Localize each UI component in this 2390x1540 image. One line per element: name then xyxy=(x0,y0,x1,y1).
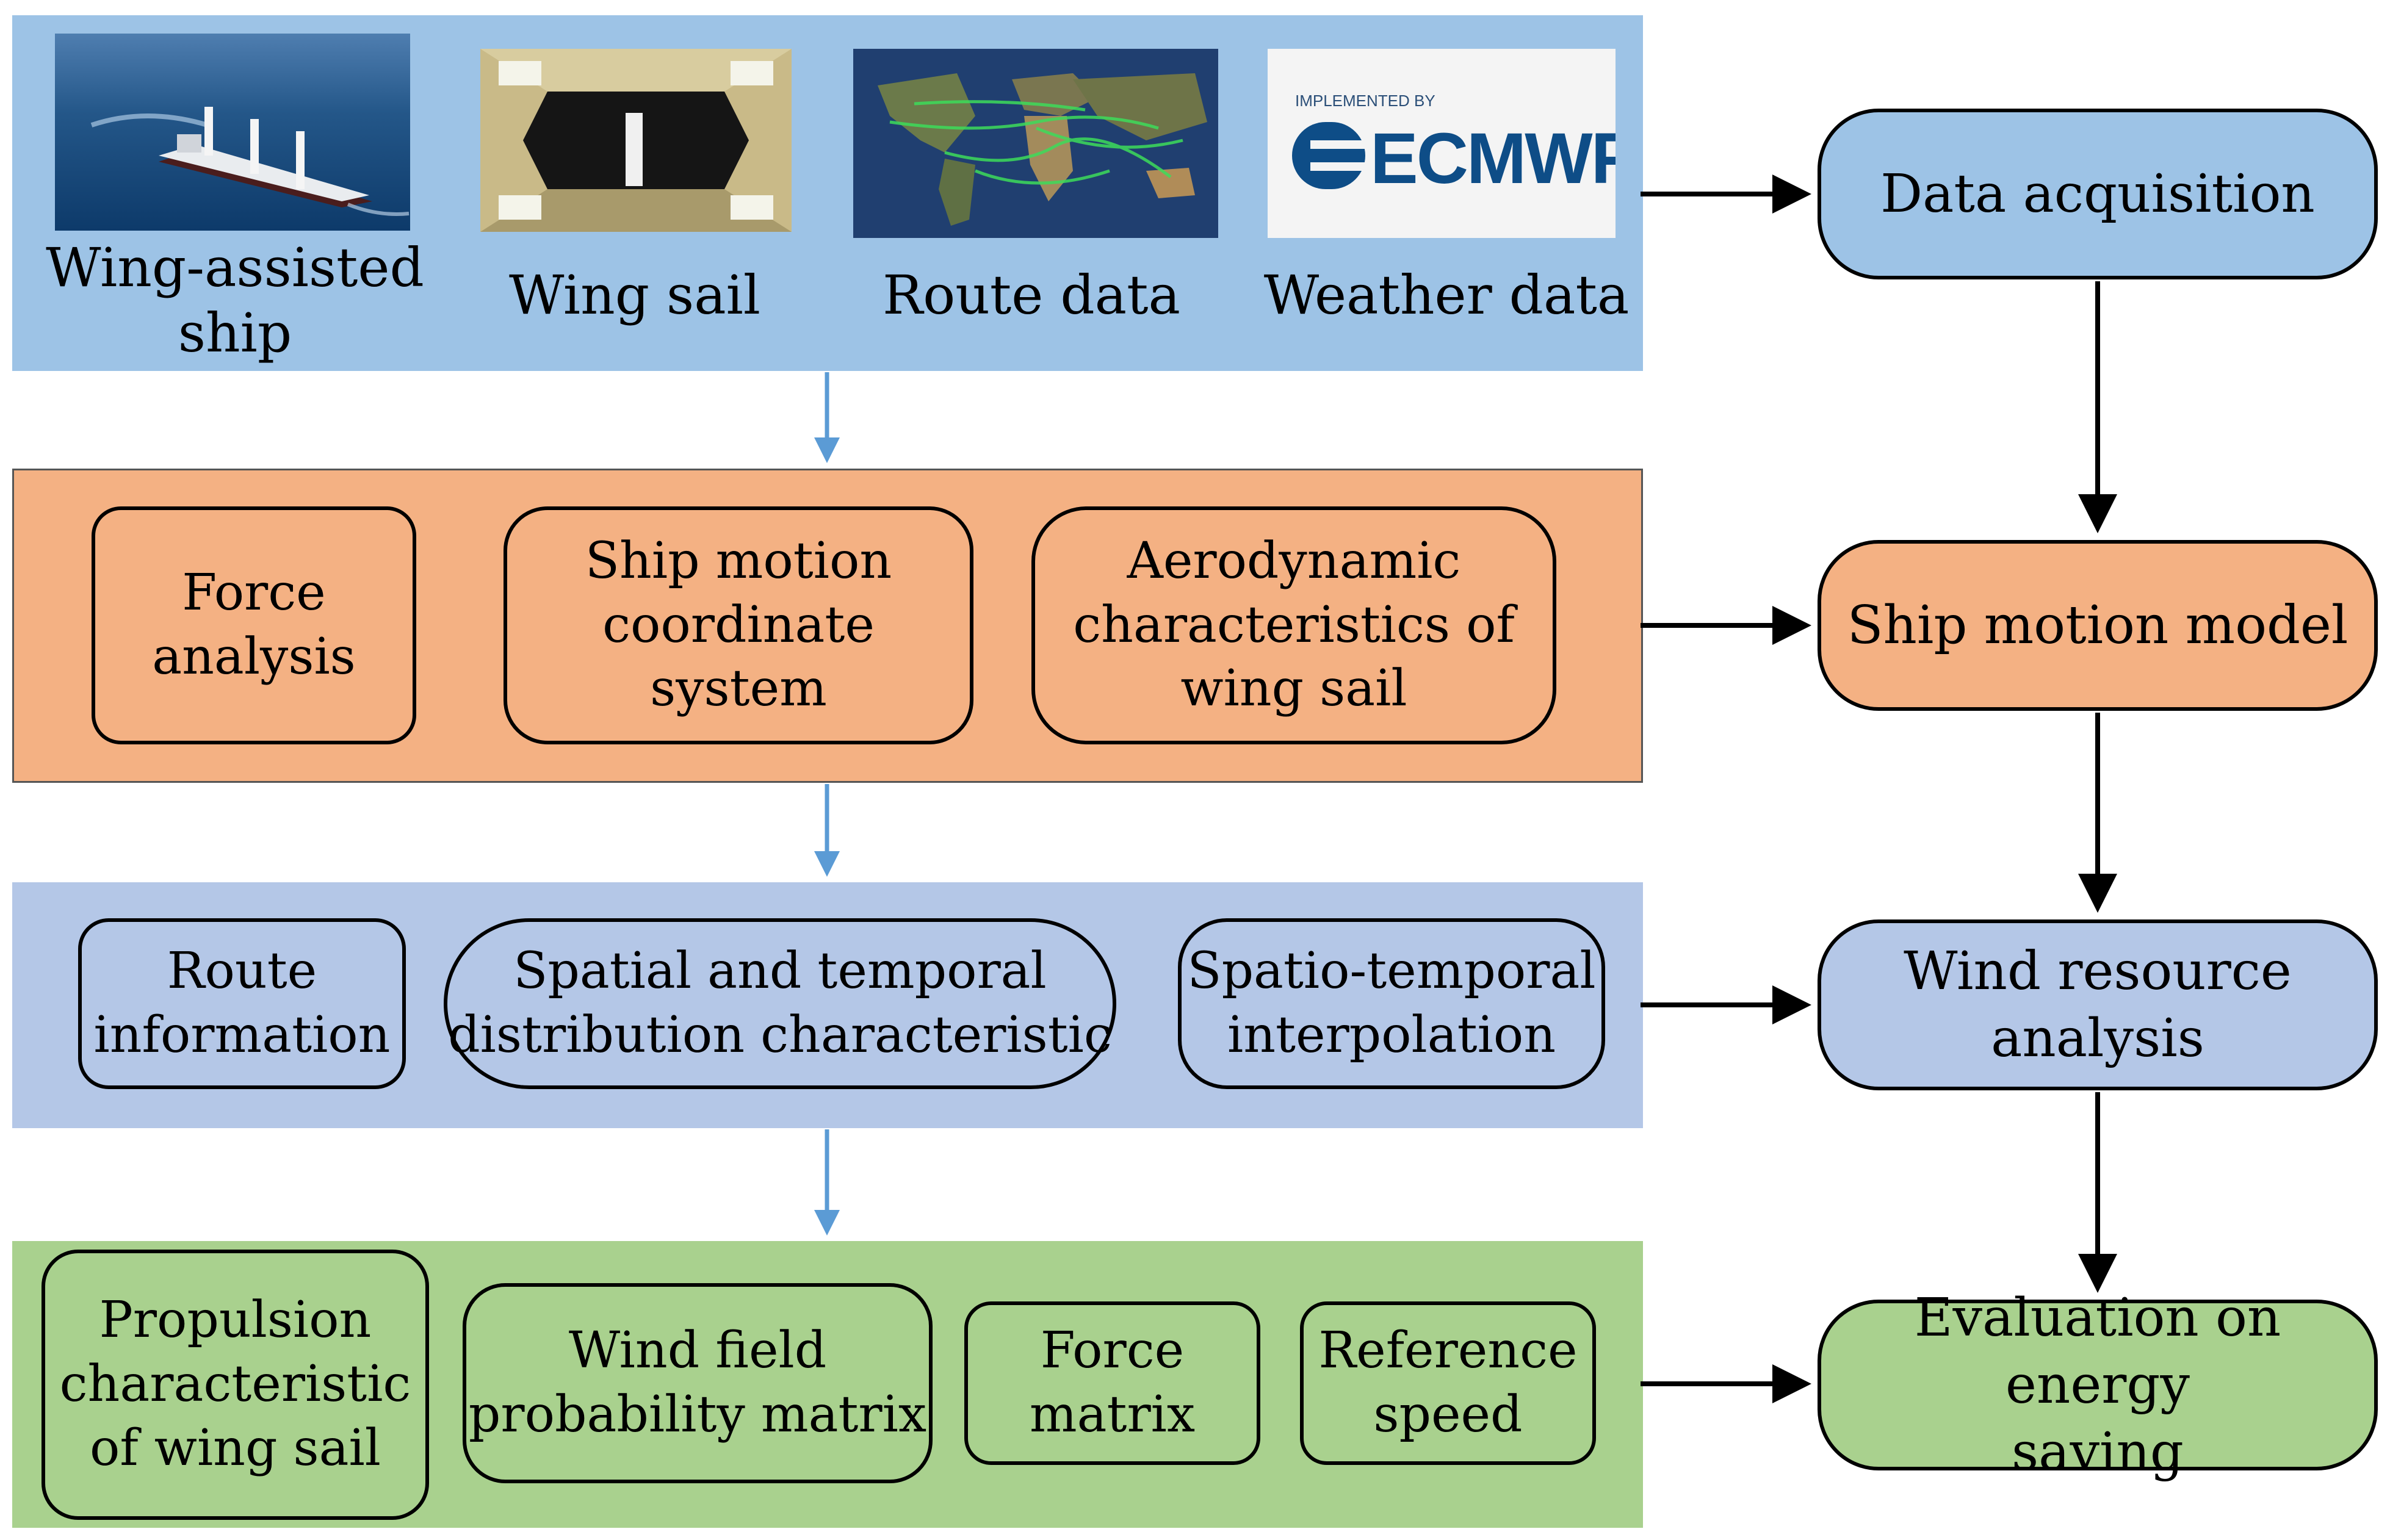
spatial-temporal-distribution-box: Spatial and temporal distribution charac… xyxy=(444,918,1116,1089)
wind-field-probability-box: Wind field probability matrix xyxy=(463,1283,933,1483)
ship-photo xyxy=(55,34,410,231)
world-route-map xyxy=(853,49,1218,238)
route-data-caption: Route data xyxy=(883,264,1180,326)
logo-mark-icon xyxy=(1292,122,1365,189)
ship-motion-coordinate-box: Ship motion coordinate system xyxy=(504,506,973,744)
wing-sail-caption: Wing sail xyxy=(509,264,760,326)
reference-speed-box: Reference speed xyxy=(1300,1301,1596,1465)
data-acquisition-box: Data acquisition xyxy=(1818,109,2378,279)
wind-resource-analysis-box: Wind resource analysis xyxy=(1818,919,2378,1090)
route-information-box: Route information xyxy=(78,918,406,1089)
aerodynamic-characteristics-box: Aerodynamic characteristics of wing sail xyxy=(1031,506,1556,744)
propulsion-characteristic-box: Propulsion characteristic of wing sail xyxy=(42,1250,429,1520)
wind-tunnel-photo xyxy=(480,49,792,232)
ecmwf-logo: IMPLEMENTED BY ECMWF xyxy=(1268,49,1616,238)
weather-data-caption: Weather data xyxy=(1263,264,1630,326)
logo-ecmwf-text: ECMWF xyxy=(1370,118,1616,199)
ship-caption: Wing-assisted ship xyxy=(46,236,424,365)
force-matrix-box: Force matrix xyxy=(964,1301,1260,1465)
force-analysis-box: Force analysis xyxy=(92,506,416,744)
spatio-temporal-interpolation-box: Spatio-temporal interpolation xyxy=(1178,918,1605,1089)
ship-motion-model-box: Ship motion model xyxy=(1818,540,2378,711)
logo-implemented-by: IMPLEMENTED BY xyxy=(1295,92,1435,110)
